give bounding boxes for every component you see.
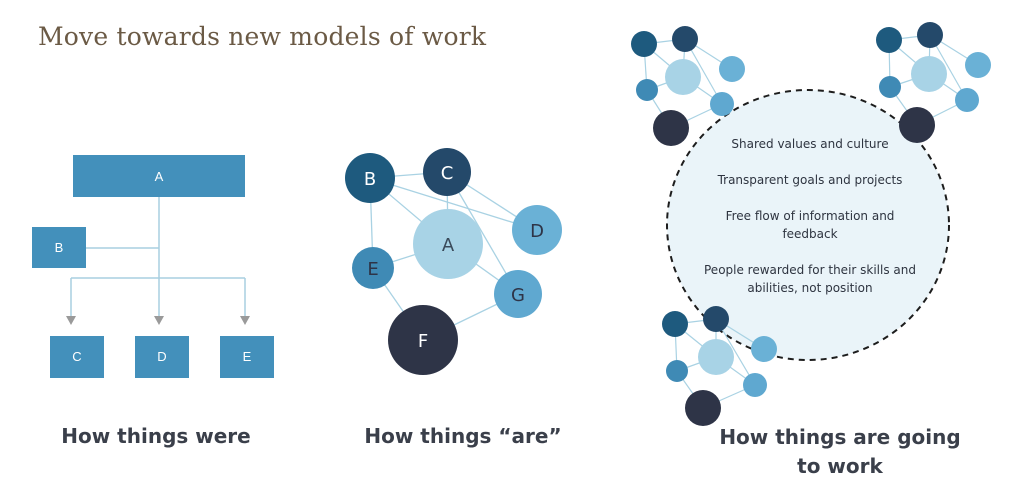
network-label-c: C [441, 163, 454, 184]
arrow-to-e [240, 316, 250, 325]
caption-how-things-going-to-work: How things are going to work [719, 425, 961, 478]
network-node-g [494, 270, 542, 318]
statement-rewarded: People rewarded for their skills and abi… [704, 263, 916, 295]
network-diagram: B C D A E G F [345, 148, 562, 375]
arrow-to-c [66, 316, 76, 325]
org-box-b-label: B [55, 240, 64, 255]
network-label-g: G [511, 285, 525, 306]
network-label-b: B [364, 169, 376, 190]
org-box-a [73, 155, 245, 197]
cluster-top-left [631, 26, 745, 146]
org-box-e [220, 336, 274, 378]
network-node-d [512, 205, 562, 255]
org-box-d [135, 336, 189, 378]
shared-culture-circle [666, 89, 950, 361]
cluster-top-right [876, 22, 991, 143]
slide-title: Move towards new models of work [38, 22, 487, 51]
org-box-c-label: C [72, 349, 81, 364]
network-label-a: A [442, 235, 455, 256]
statement-transparent-goals: Transparent goals and projects [717, 173, 903, 187]
network-node-c [423, 148, 471, 196]
caption-how-things-are: How things “are” [364, 424, 562, 448]
arrow-to-d [154, 316, 164, 325]
hierarchy-diagram: A B C D E [32, 155, 274, 378]
org-box-d-label: D [157, 349, 166, 364]
network-label-d: D [530, 221, 544, 242]
network-node-f [388, 305, 458, 375]
statement-free-flow: Free flow of information and feedback [725, 209, 895, 241]
org-box-e-label: E [243, 349, 252, 364]
network-node-b [345, 153, 395, 203]
org-box-b [32, 227, 86, 268]
network-node-e [352, 247, 394, 289]
org-box-a-label: A [155, 169, 164, 184]
network-label-e: E [367, 259, 378, 280]
cluster-bottom [662, 306, 777, 426]
org-box-c [50, 336, 104, 378]
network-node-a [413, 209, 483, 279]
statement-shared-values: Shared values and culture [731, 137, 889, 151]
future-diagram [631, 22, 991, 426]
network-label-f: F [418, 331, 428, 352]
caption-how-things-were: How things were [61, 424, 251, 448]
